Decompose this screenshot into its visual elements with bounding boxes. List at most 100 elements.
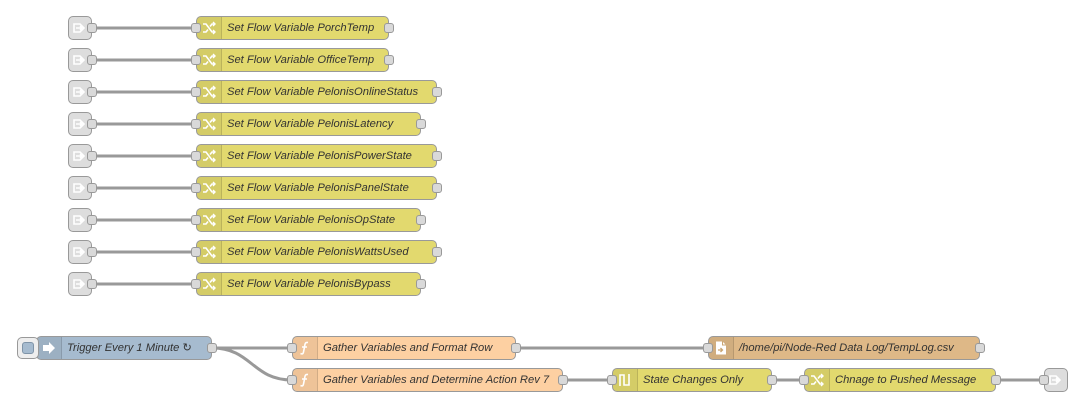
link-in-icon [69,113,91,135]
link-in-node-5[interactable] [68,144,97,168]
change-node-7-output-port[interactable] [416,215,426,225]
link-in-icon [69,145,91,167]
change-node-pushed-message-output-port[interactable] [991,375,1001,385]
link-in-node-9-output-port[interactable] [87,279,97,289]
inject-trigger-button-face [22,342,34,354]
change-node-5-label: Set Flow Variable PelonisPowerState [227,150,412,162]
link-in-node-5-output-port[interactable] [87,151,97,161]
change-node-4-label: Set Flow Variable PelonisLatency [227,118,394,130]
link-in-node-2-output-port[interactable] [87,55,97,65]
change-node-2-label: Set Flow Variable OfficeTemp [227,54,375,66]
link-in-node-3-output-port[interactable] [87,87,97,97]
shuffle-icon [197,17,222,39]
change-node-3-input-port[interactable] [191,87,201,97]
change-node-4-input-port[interactable] [191,119,201,129]
link-out-node-input-port[interactable] [1039,375,1049,385]
inject-node-label: Trigger Every 1 Minute ↻ [67,342,192,354]
change-node-2-input-port[interactable] [191,55,201,65]
change-node-8-label: Set Flow Variable PelonisWattsUsed [227,246,409,258]
rbe-node-state-changes-label: State Changes Only [643,374,744,386]
change-node-6-input-port[interactable] [191,183,201,193]
change-node-1-label: Set Flow Variable PorchTemp [227,22,375,34]
change-node-3-output-port[interactable] [432,87,442,97]
link-in-icon [69,273,91,295]
shuffle-icon [197,81,222,103]
shuffle-icon [197,177,222,199]
change-node-9-input-port[interactable] [191,279,201,289]
change-node-2-output-port[interactable] [384,55,394,65]
shuffle-icon [197,241,222,263]
function-node-determine-action[interactable]: Gather Variables and Determine Action Re… [287,368,568,392]
file-node-templog-input-port[interactable] [703,343,713,353]
link-in-node-7[interactable] [68,208,97,232]
change-node-5-output-port[interactable] [432,151,442,161]
function-node-format-row[interactable]: Gather Variables and Format Row [287,336,521,360]
shuffle-icon [197,273,222,295]
change-node-6[interactable]: Set Flow Variable PelonisPanelState [191,176,442,200]
change-node-9-label: Set Flow Variable PelonisBypass [227,278,391,290]
link-in-node-6[interactable] [68,176,97,200]
shuffle-icon [197,113,222,135]
link-in-icon [69,177,91,199]
link-in-node-2[interactable] [68,48,97,72]
change-node-9[interactable]: Set Flow Variable PelonisBypass [191,272,426,296]
file-node-templog[interactable]: /home/pi/Node-Red Data Log/TempLog.csv [703,336,985,360]
change-node-5-input-port[interactable] [191,151,201,161]
change-node-3[interactable]: Set Flow Variable PelonisOnlineStatus [191,80,442,104]
function-node-determine-action-label: Gather Variables and Determine Action Re… [323,374,550,386]
shuffle-icon [197,209,222,231]
link-out-node[interactable] [1039,368,1068,392]
link-in-node-7-output-port[interactable] [87,215,97,225]
function-node-determine-action-output-port[interactable] [558,375,568,385]
rbe-node-state-changes-input-port[interactable] [607,375,617,385]
wire-inject-to-action[interactable] [211,346,293,382]
change-node-7-label: Set Flow Variable PelonisOpState [227,214,396,226]
change-node-8-output-port[interactable] [432,247,442,257]
change-node-8-input-port[interactable] [191,247,201,257]
link-in-node-1[interactable] [68,16,97,40]
function-node-format-row-input-port[interactable] [287,343,297,353]
function-node-format-row-output-port[interactable] [511,343,521,353]
link-in-node-1-output-port[interactable] [87,23,97,33]
change-node-pushed-message-input-port[interactable] [799,375,809,385]
change-node-6-output-port[interactable] [432,183,442,193]
change-node-4[interactable]: Set Flow Variable PelonisLatency [191,112,426,136]
rbe-node-state-changes-output-port[interactable] [767,375,777,385]
link-in-node-3[interactable] [68,80,97,104]
file-node-templog-output-port[interactable] [975,343,985,353]
link-in-node-8[interactable] [68,240,97,264]
file-node-templog-label: /home/pi/Node-Red Data Log/TempLog.csv [739,342,954,354]
link-in-node-9[interactable] [68,272,97,296]
change-node-7[interactable]: Set Flow Variable PelonisOpState [191,208,426,232]
rbe-node-state-changes[interactable]: State Changes Only [607,368,777,392]
function-node-format-row-label: Gather Variables and Format Row [323,342,493,354]
link-in-node-8-output-port[interactable] [87,247,97,257]
file-icon [709,337,734,359]
link-in-icon [69,49,91,71]
change-node-2[interactable]: Set Flow Variable OfficeTemp [191,48,394,72]
change-node-pushed-message[interactable]: Chnage to Pushed Message [799,368,1001,392]
link-in-node-4-output-port[interactable] [87,119,97,129]
change-node-5[interactable]: Set Flow Variable PelonisPowerState [191,144,442,168]
change-node-1-output-port[interactable] [384,23,394,33]
link-in-icon [69,241,91,263]
change-node-3-label: Set Flow Variable PelonisOnlineStatus [227,86,419,98]
link-in-node-6-output-port[interactable] [87,183,97,193]
change-node-4-output-port[interactable] [416,119,426,129]
inject-trigger-button[interactable] [17,337,39,359]
inject-node-output-port[interactable] [207,343,217,353]
shuffle-icon [197,49,222,71]
change-node-1-input-port[interactable] [191,23,201,33]
function-node-determine-action-input-port[interactable] [287,375,297,385]
change-node-1[interactable]: Set Flow Variable PorchTemp [191,16,394,40]
change-node-9-output-port[interactable] [416,279,426,289]
shuffle-icon [805,369,830,391]
link-in-icon [69,209,91,231]
change-node-pushed-message-label: Chnage to Pushed Message [835,374,977,386]
link-in-node-4[interactable] [68,112,97,136]
inject-node[interactable]: Trigger Every 1 Minute ↻ [17,336,217,360]
function-icon [293,337,318,359]
change-node-7-input-port[interactable] [191,215,201,225]
change-node-8[interactable]: Set Flow Variable PelonisWattsUsed [191,240,442,264]
